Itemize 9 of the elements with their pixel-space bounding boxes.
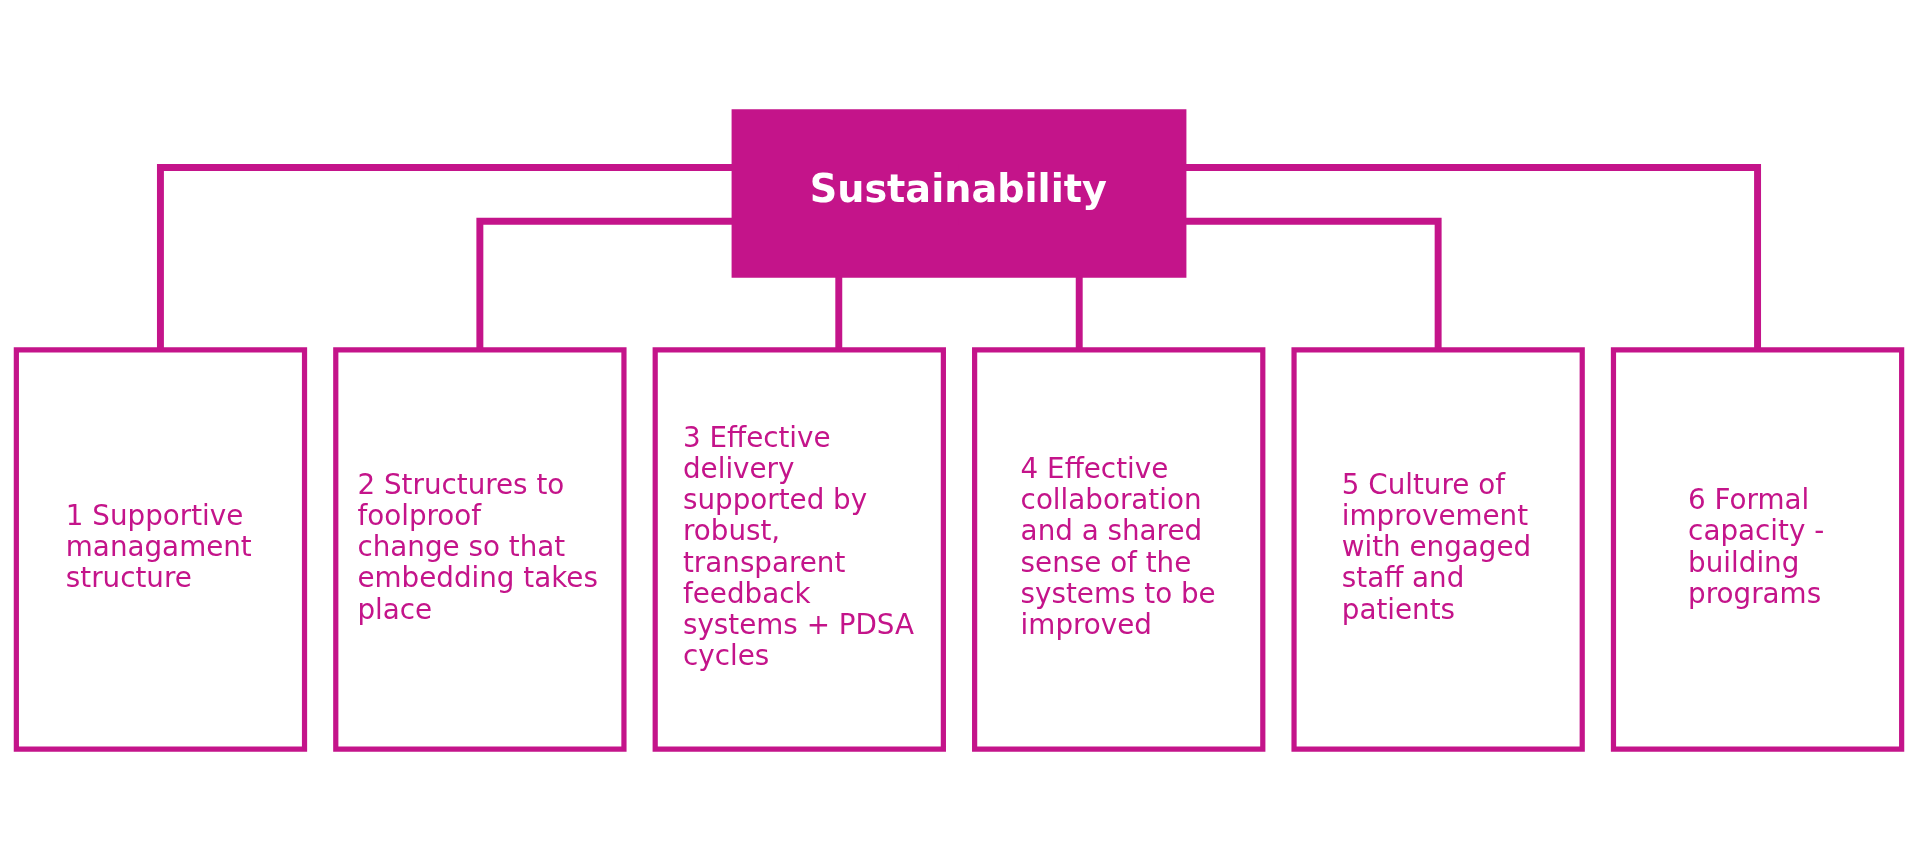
connector bbox=[1075, 274, 1083, 350]
connector bbox=[835, 274, 843, 350]
node-box: 6 Formal capacity - building programs bbox=[1610, 346, 1905, 752]
node-box: 5 Culture of improvement with engaged staff and patients bbox=[1291, 346, 1585, 752]
node-box: 4 Effective collaboration and a shared sense of the systems to be improved bbox=[972, 346, 1266, 752]
node-box: 1 Supportive managament structure bbox=[13, 346, 308, 752]
node-box: Sustainability bbox=[731, 108, 1187, 278]
node-box: 3 Effective delivery supported by robust, transparent feedback systems + PDSA cycles bbox=[652, 346, 946, 752]
node-box: 2 Structures to foolproof change so that embedding takes place bbox=[333, 346, 627, 752]
